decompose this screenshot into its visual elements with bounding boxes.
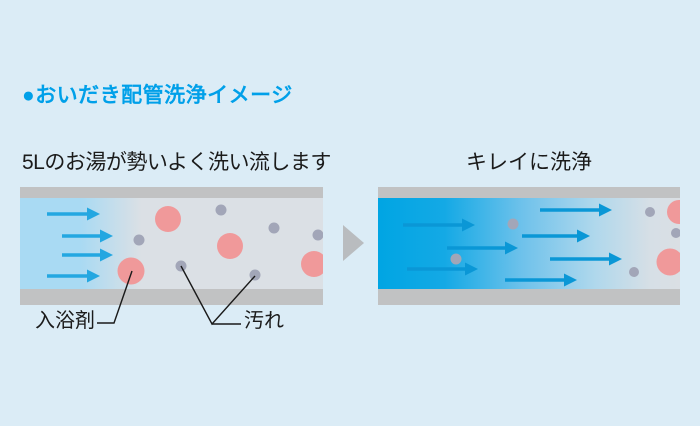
flow-arrow-head: [465, 262, 478, 276]
flow-arrow-head: [87, 207, 100, 221]
bath-additive-blob: [301, 251, 323, 277]
flow-arrow-head: [100, 248, 113, 262]
dirt-dot: [629, 267, 639, 277]
dirty-pipe-caption: 5Lのお湯が勢いよく洗い流します: [22, 151, 331, 174]
flow-arrow-head: [577, 229, 590, 243]
flow-arrow-head: [87, 269, 100, 283]
clean-pipe-wall-top: [378, 187, 680, 198]
bath-additive-blob: [667, 200, 680, 224]
dirt-dot: [215, 204, 227, 216]
bullet-icon: ●: [22, 84, 36, 107]
flow-arrow-head: [100, 229, 113, 243]
dirt-dot: [249, 269, 261, 281]
section-title: ●おいだき配管洗浄イメージ: [22, 85, 293, 106]
bath-additive-blob: [217, 233, 243, 259]
bath-additive-label: 入浴剤: [35, 310, 95, 332]
dirt-dot: [645, 207, 655, 217]
flow-arrow-head: [462, 218, 475, 232]
clean-pipe-wall-bottom: [378, 289, 680, 305]
dirt-dot: [312, 229, 323, 241]
bath-additive-blob: [656, 248, 680, 276]
flow-arrow-head: [609, 252, 622, 266]
section-title-text: おいだき配管洗浄イメージ: [35, 84, 293, 107]
transition-arrow-icon: [343, 225, 364, 261]
flow-arrow-head: [505, 241, 518, 255]
dirt-dot: [133, 234, 145, 246]
flow-arrow-head: [564, 273, 577, 287]
dirty-pipe-wall-top: [20, 187, 323, 198]
clean-pipe-contents: [403, 200, 680, 287]
dirty-pipe-wall-bottom: [20, 289, 323, 305]
dirt-dot: [450, 253, 462, 265]
dirty-pipe-contents: [47, 204, 323, 285]
dirt-dot: [268, 222, 280, 234]
bath-additive-blob: [117, 257, 145, 285]
dirt-dot: [507, 218, 519, 230]
dirt-label: 汚れ: [244, 310, 284, 332]
flow-arrow-head: [599, 203, 612, 217]
dirt-dot: [671, 228, 680, 238]
bath-additive-blob: [155, 206, 181, 232]
leader-line: [97, 270, 133, 324]
clean-pipe-caption: キレイに洗浄: [466, 151, 592, 174]
